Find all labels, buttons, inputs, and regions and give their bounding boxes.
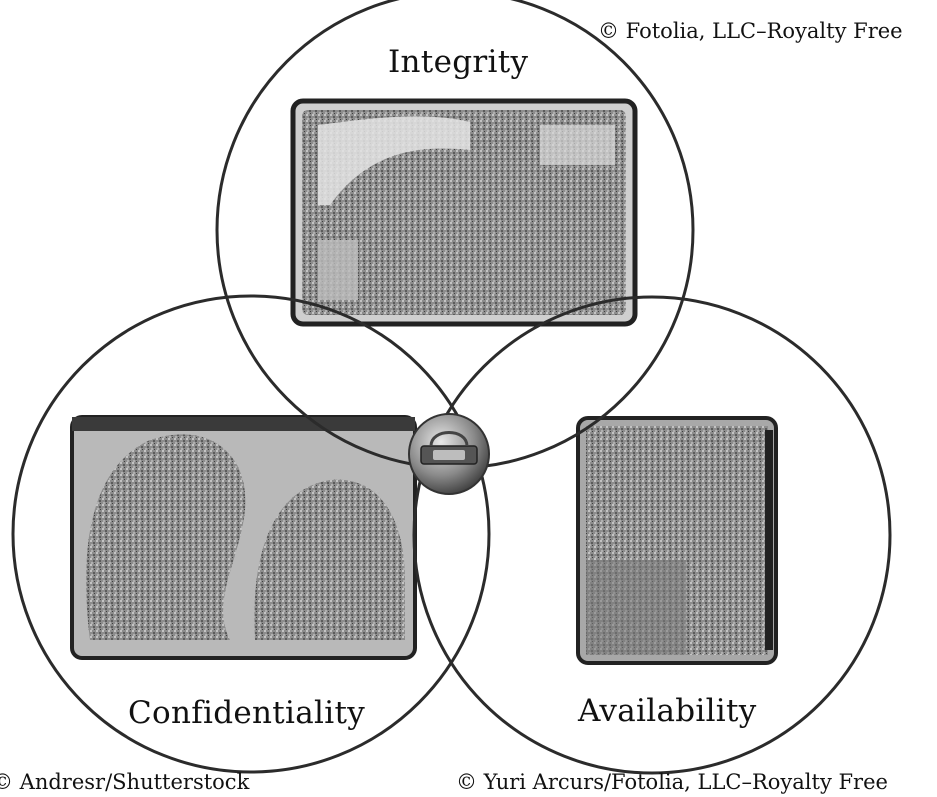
integrity-label: Integrity xyxy=(388,44,529,80)
availability-label: Availability xyxy=(578,693,757,729)
confidentiality-circle xyxy=(11,294,491,774)
security-lock-emblem-icon xyxy=(408,413,490,495)
availability-circle xyxy=(412,295,892,775)
photo-credit-top-right: © Fotolia, LLC–Royalty Free xyxy=(598,19,903,43)
worker-with-files-photo xyxy=(576,416,778,665)
whispering-couple-photo xyxy=(70,415,417,660)
photo-credit-bottom-left: © Andresr/Shutterstock xyxy=(0,770,250,794)
photo-credit-bottom-right: © Yuri Arcurs/Fotolia, LLC–Royalty Free xyxy=(456,770,888,794)
stacked-documents-photo xyxy=(290,98,638,327)
confidentiality-label: Confidentiality xyxy=(128,695,366,731)
